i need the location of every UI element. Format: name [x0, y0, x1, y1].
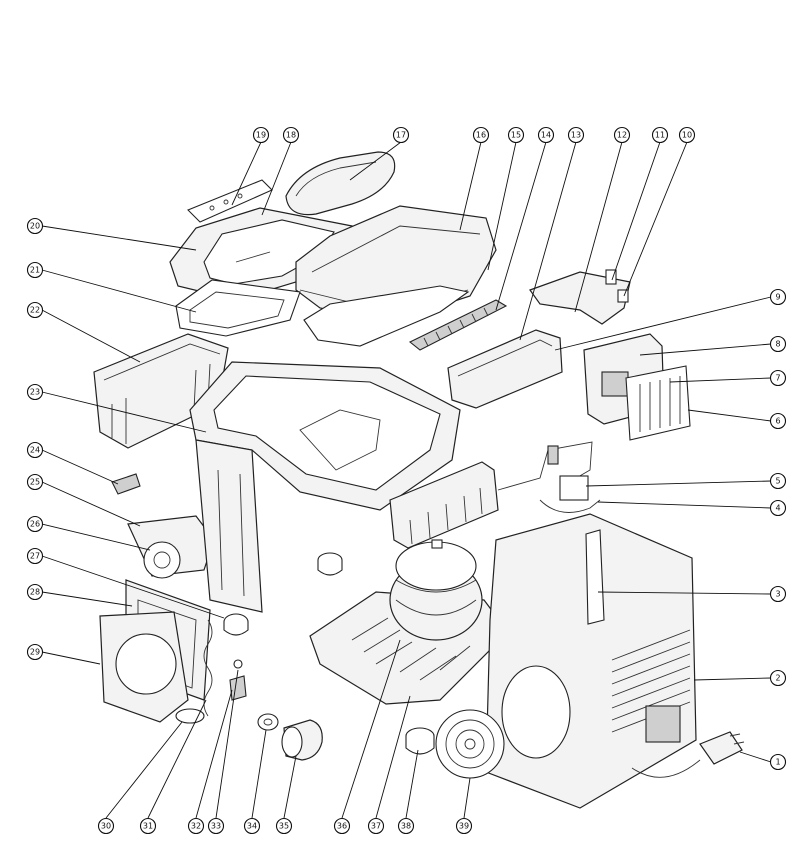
callout-30: 30 — [99, 819, 114, 834]
svg-text:29: 29 — [30, 648, 40, 657]
callout-10: 10 — [680, 128, 695, 143]
svg-text:19: 19 — [256, 131, 266, 140]
part-pcb-cover — [626, 366, 690, 440]
svg-text:8: 8 — [775, 340, 780, 349]
svg-text:31: 31 — [143, 822, 153, 831]
svg-text:24: 24 — [30, 446, 40, 455]
part-evaporator-bracket — [530, 270, 630, 324]
svg-text:10: 10 — [682, 131, 692, 140]
part-foot-left — [224, 614, 248, 635]
svg-text:26: 26 — [30, 520, 40, 529]
svg-text:14: 14 — [541, 131, 551, 140]
callout-11: 11 — [653, 128, 668, 143]
svg-text:28: 28 — [30, 588, 40, 597]
callout-32: 32 — [189, 819, 204, 834]
svg-text:13: 13 — [571, 131, 581, 140]
svg-text:11: 11 — [655, 131, 665, 140]
svg-text:30: 30 — [101, 822, 111, 831]
callout-9: 9 — [771, 290, 786, 305]
callout-24: 24 — [28, 443, 43, 458]
callout-38: 38 — [399, 819, 414, 834]
callout-14: 14 — [539, 128, 554, 143]
callout-22: 22 — [28, 303, 43, 318]
svg-text:17: 17 — [396, 131, 406, 140]
callout-6: 6 — [771, 414, 786, 429]
callout-3: 3 — [771, 587, 786, 602]
svg-text:18: 18 — [286, 131, 296, 140]
svg-text:3: 3 — [775, 590, 780, 599]
part-fan-shroud — [100, 612, 188, 722]
svg-text:16: 16 — [476, 131, 486, 140]
callout-20: 20 — [28, 219, 43, 234]
svg-text:33: 33 — [211, 822, 221, 831]
callout-17: 17 — [394, 128, 409, 143]
svg-text:4: 4 — [775, 504, 780, 513]
callout-7: 7 — [771, 371, 786, 386]
callout-33: 33 — [209, 819, 224, 834]
callout-36: 36 — [335, 819, 350, 834]
svg-text:25: 25 — [30, 478, 40, 487]
callout-8: 8 — [771, 337, 786, 352]
svg-text:37: 37 — [371, 822, 381, 831]
callout-39: 39 — [457, 819, 472, 834]
part-tubing-valve — [498, 442, 600, 513]
svg-text:32: 32 — [191, 822, 201, 831]
callout-2: 2 — [771, 671, 786, 686]
part-compressor — [390, 540, 482, 640]
callout-34: 34 — [245, 819, 260, 834]
svg-text:7: 7 — [775, 374, 780, 383]
svg-text:35: 35 — [279, 822, 289, 831]
part-fittings — [230, 660, 246, 700]
callout-25: 25 — [28, 475, 43, 490]
svg-text:15: 15 — [511, 131, 521, 140]
callout-28: 28 — [28, 585, 43, 600]
callout-26: 26 — [28, 517, 43, 532]
part-fan-motor — [282, 720, 322, 760]
part-latch — [112, 474, 140, 494]
callout-29: 29 — [28, 645, 43, 660]
part-outer-housing — [486, 514, 696, 808]
callout-37: 37 — [369, 819, 384, 834]
svg-text:34: 34 — [247, 822, 257, 831]
svg-text:20: 20 — [30, 222, 40, 231]
part-housing-left — [196, 440, 262, 612]
part-foot-right — [406, 728, 434, 754]
svg-text:36: 36 — [337, 822, 347, 831]
part-bushing — [258, 714, 278, 730]
callout-21: 21 — [28, 263, 43, 278]
callout-15: 15 — [509, 128, 524, 143]
callout-13: 13 — [569, 128, 584, 143]
svg-text:27: 27 — [30, 552, 40, 561]
callout-19: 19 — [254, 128, 269, 143]
svg-text:6: 6 — [775, 417, 780, 426]
callout-31: 31 — [141, 819, 156, 834]
callout-35: 35 — [277, 819, 292, 834]
callout-4: 4 — [771, 501, 786, 516]
svg-text:9: 9 — [775, 293, 780, 302]
svg-text:22: 22 — [30, 306, 40, 315]
part-ice-tray — [448, 330, 562, 408]
callout-18: 18 — [284, 128, 299, 143]
svg-text:39: 39 — [459, 822, 469, 831]
part-lid-cover — [286, 152, 395, 215]
callout-16: 16 — [474, 128, 489, 143]
callout-23: 23 — [28, 385, 43, 400]
callout-27: 27 — [28, 549, 43, 564]
svg-text:38: 38 — [401, 822, 411, 831]
svg-text:2: 2 — [775, 674, 780, 683]
part-fan-guard — [436, 710, 504, 778]
part-pump-assembly — [128, 516, 214, 578]
callout-12: 12 — [615, 128, 630, 143]
callout-1: 1 — [771, 755, 786, 770]
parts-artwork — [94, 152, 744, 808]
svg-text:5: 5 — [775, 477, 780, 486]
svg-text:21: 21 — [30, 266, 40, 275]
svg-text:1: 1 — [775, 758, 780, 767]
part-foot-center — [318, 553, 342, 575]
svg-text:12: 12 — [617, 131, 627, 140]
svg-text:23: 23 — [30, 388, 40, 397]
callout-5: 5 — [771, 474, 786, 489]
